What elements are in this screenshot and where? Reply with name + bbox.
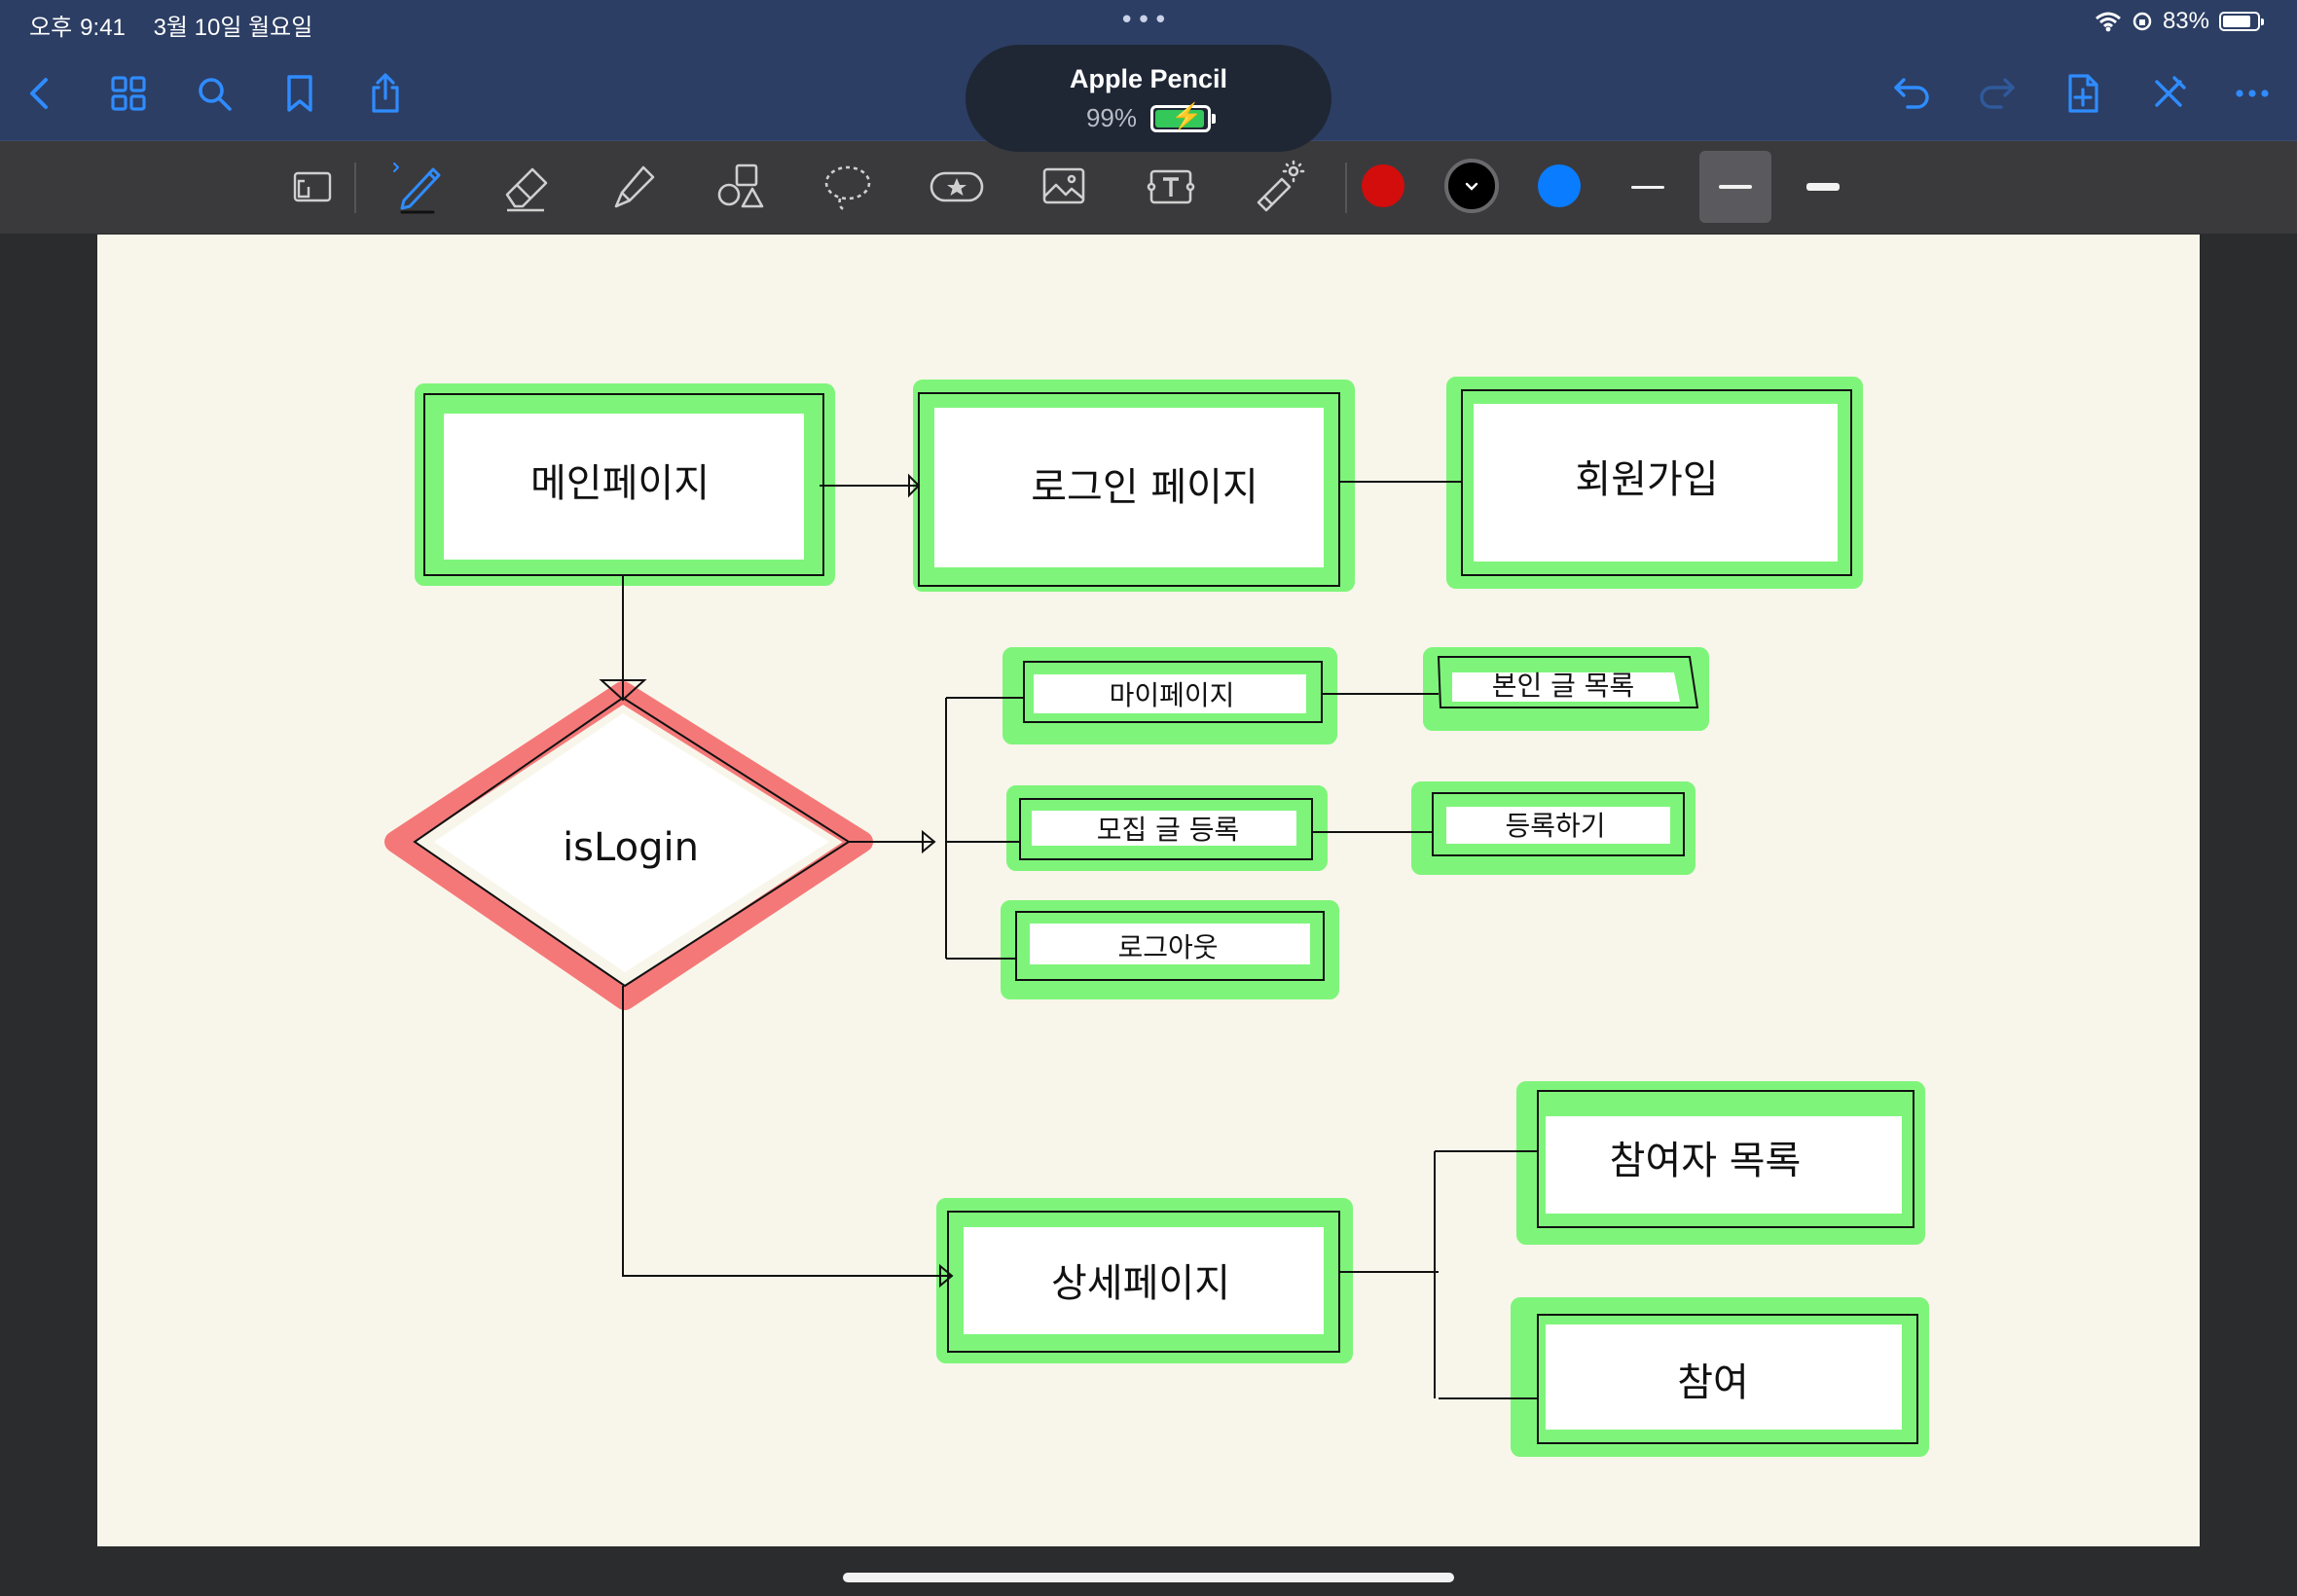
flowchart-drawing: [384, 377, 1929, 1457]
toolbar-divider: [354, 163, 356, 213]
box-login: [918, 392, 1340, 587]
search-icon[interactable]: [191, 70, 237, 117]
node-main-label: 메인페이지: [530, 461, 710, 506]
note-canvas[interactable]: 메인페이지 로그인 페이지 회원가입 isLogin 마이페이지 본인 글 목록…: [97, 235, 2200, 1546]
toolbar-divider: [1345, 163, 1347, 213]
share-icon[interactable]: [362, 70, 409, 117]
bookmark-icon[interactable]: [276, 70, 323, 117]
box-my-posts: [1437, 656, 1699, 708]
sticker-icon[interactable]: [925, 155, 989, 219]
status-time: 9:41: [80, 15, 126, 41]
eraser-icon[interactable]: [494, 155, 559, 219]
pencil-name: Apple Pencil: [1069, 64, 1228, 93]
node-islogin-label: isLogin: [563, 825, 699, 870]
chevron-down-icon: [1465, 182, 1478, 191]
battery-percent: 83%: [2162, 8, 2209, 34]
back-chevron-icon[interactable]: [18, 70, 64, 117]
pencil-battery-icon: ⚡: [1150, 103, 1217, 132]
status-ampm: 오후: [29, 15, 73, 41]
box-logout: [1015, 911, 1325, 981]
pen-icon[interactable]: [387, 155, 452, 219]
text-icon[interactable]: [1139, 155, 1203, 219]
box-register: [1432, 792, 1685, 856]
apple-pencil-popup: Apple Pencil 99% ⚡: [966, 45, 1331, 152]
add-page-icon[interactable]: [2060, 70, 2106, 117]
box-participants: [1537, 1090, 1914, 1228]
status-indicators: 83%: [2095, 8, 2264, 35]
redo-icon[interactable]: [1974, 70, 2021, 117]
node-my-posts-label: 본인 글 목록: [1491, 670, 1635, 702]
undo-icon[interactable]: [1888, 70, 1935, 117]
status-date: 3월 10일 월요일: [153, 15, 313, 41]
color-swatch-blue[interactable]: [1538, 164, 1581, 207]
more-icon[interactable]: [2229, 70, 2276, 117]
pencil-battery-percent: 99%: [1085, 103, 1138, 132]
close-pen-icon[interactable]: [2145, 70, 2192, 117]
highlight-islogin: [384, 681, 873, 1010]
drawing-toolbar: [0, 141, 2297, 234]
battery-icon: [2219, 12, 2264, 31]
image-icon[interactable]: [1032, 155, 1096, 219]
node-signup-label: 회원가입: [1575, 457, 1719, 502]
laser-pointer-icon[interactable]: [1246, 155, 1310, 219]
node-detail-label: 상세페이지: [1051, 1261, 1230, 1306]
wifi-icon: [2095, 12, 2121, 32]
page-layout-icon[interactable]: [280, 155, 345, 219]
diamond-islogin: [413, 696, 851, 988]
stroke-thick-option[interactable]: [1787, 151, 1859, 223]
grid-icon[interactable]: [105, 70, 152, 117]
node-mypage-label: 마이페이지: [1109, 679, 1235, 711]
status-bar: 오후 9:41 3월 10일 월요일 ••• 83%: [0, 0, 2297, 47]
box-detail: [947, 1211, 1340, 1353]
shapes-icon[interactable]: [709, 155, 773, 219]
home-indicator[interactable]: [843, 1573, 1454, 1582]
node-recruit-label: 모집 글 등록: [1096, 814, 1240, 846]
node-register-label: 등록하기: [1505, 810, 1606, 842]
lasso-icon[interactable]: [816, 155, 880, 219]
box-join: [1537, 1314, 1918, 1444]
node-join-label: 참여: [1677, 1360, 1749, 1405]
connector-islogin-detail: [622, 986, 952, 1277]
multitasking-dots-icon[interactable]: •••: [1119, 6, 1171, 35]
node-participants-label: 참여자 목록: [1609, 1139, 1802, 1183]
color-swatch-black[interactable]: [1444, 159, 1499, 213]
status-datetime: 오후 9:41 3월 10일 월요일: [29, 8, 334, 42]
stroke-thin-option[interactable]: [1612, 151, 1684, 223]
highlighter-icon[interactable]: [602, 155, 666, 219]
color-swatch-red[interactable]: [1362, 164, 1404, 207]
box-recruit: [1019, 798, 1313, 860]
orientation-lock-icon: [2133, 12, 2152, 31]
node-login-label: 로그인 페이지: [1031, 465, 1258, 510]
pencil-battery-row: 99% ⚡: [966, 103, 1331, 133]
box-mypage: [1023, 661, 1323, 723]
node-logout-label: 로그아웃: [1117, 931, 1219, 963]
stroke-medium-option[interactable]: [1699, 151, 1771, 223]
